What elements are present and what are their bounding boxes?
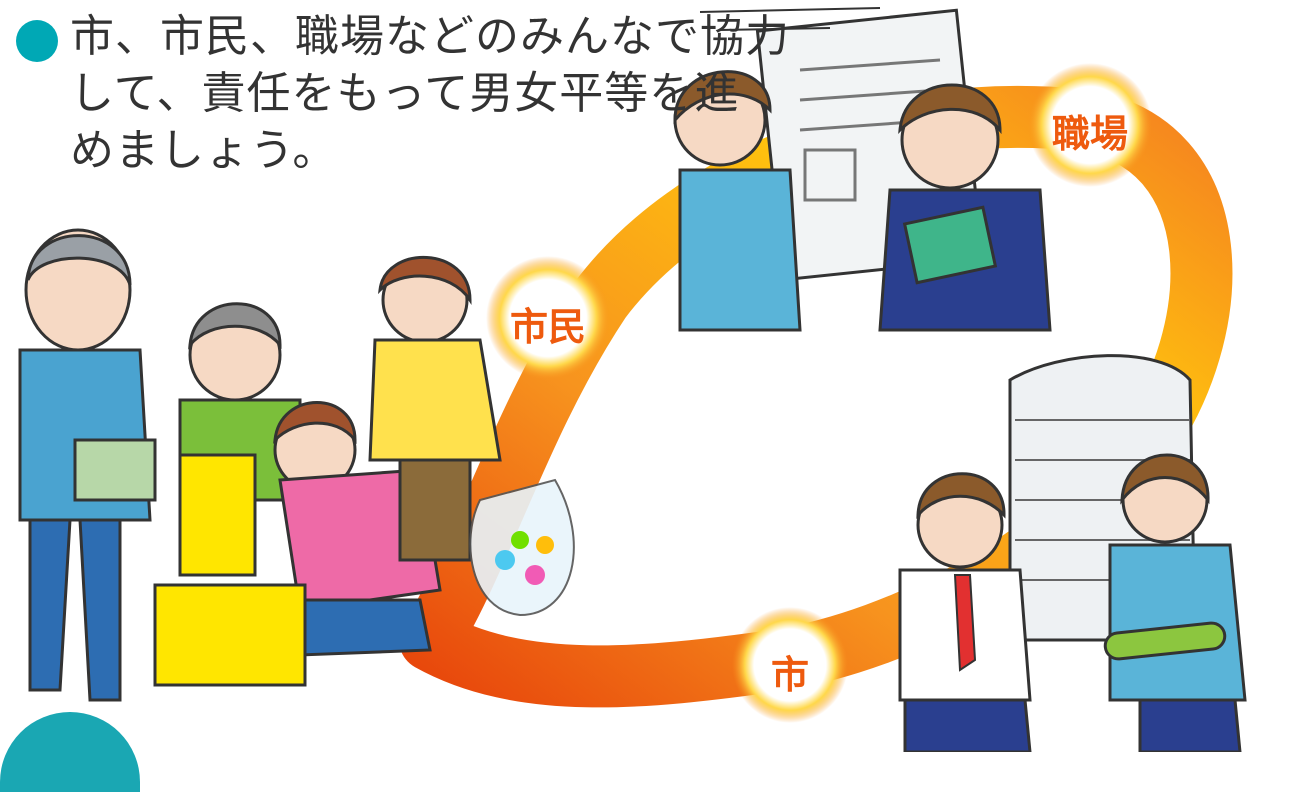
city-group-illustration xyxy=(898,354,1247,752)
badge-city-circle xyxy=(732,607,848,723)
badge-workplace-circle xyxy=(1028,63,1152,187)
workplace-group-illustration xyxy=(673,7,1052,332)
badge-city-label: 市 xyxy=(770,653,809,697)
headline-text: 市、市民、職場などのみんなで協力 して、責任をもって男女平等を進 めましょう。 xyxy=(70,8,790,179)
headline-line-2: して、責任をもって男女平等を進 xyxy=(70,68,740,119)
illustration-stage: 市、市民、職場などのみんなで協力 して、責任をもって男女平等を進 めましょう。 … xyxy=(0,7,1247,792)
badge-workplace-label: 職場 xyxy=(1051,112,1128,156)
citizens-group-illustration xyxy=(18,228,575,702)
badge-citizens-circle xyxy=(486,256,610,380)
badge-citizens-label: 市民 xyxy=(509,305,586,349)
headline-line-1: 市、市民、職場などのみんなで協力 xyxy=(70,11,790,62)
headline: 市、市民、職場などのみんなで協力 して、責任をもって男女平等を進 めましょう。 xyxy=(16,8,789,179)
headline-line-3: めましょう。 xyxy=(70,125,338,176)
bullet-dot xyxy=(16,20,58,62)
cooperation-illustration xyxy=(18,7,1247,752)
